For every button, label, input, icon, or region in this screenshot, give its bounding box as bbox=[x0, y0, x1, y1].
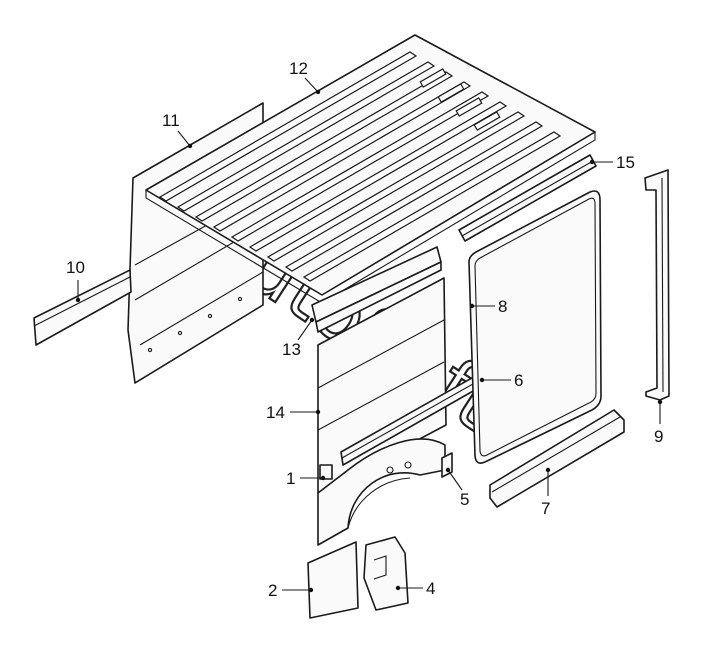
callout-5: 5 bbox=[445, 467, 469, 509]
callout-label: 15 bbox=[616, 153, 635, 172]
callout-7: 7 bbox=[541, 467, 550, 518]
callout-1: 1 bbox=[286, 469, 326, 488]
callout-6: 6 bbox=[479, 371, 523, 390]
part-8-window bbox=[468, 190, 602, 464]
callout-12: 12 bbox=[289, 59, 321, 95]
callout-8: 8 bbox=[469, 297, 507, 316]
callout-label: 13 bbox=[282, 340, 301, 359]
callout-label: 11 bbox=[162, 111, 180, 130]
part-4-bracket-plate bbox=[363, 536, 409, 611]
callout-label: 1 bbox=[286, 469, 295, 488]
callout-label: 10 bbox=[66, 258, 85, 277]
part-13-upper-rail bbox=[311, 246, 442, 333]
callout-13: 13 bbox=[282, 317, 315, 359]
callout-15: 15 bbox=[589, 153, 635, 172]
callout-11: 11 bbox=[162, 111, 193, 149]
part-1-bracket bbox=[319, 464, 333, 480]
callout-label: 7 bbox=[541, 499, 550, 518]
callout-label: 6 bbox=[514, 371, 523, 390]
part-2-lower-flap bbox=[307, 541, 359, 619]
callout-9: 9 bbox=[654, 399, 663, 446]
callout-label: 14 bbox=[266, 403, 285, 422]
part-9-pillar bbox=[644, 169, 670, 401]
callout-2: 2 bbox=[268, 581, 314, 600]
callout-label: 2 bbox=[268, 581, 277, 600]
wheel-arch bbox=[317, 438, 446, 546]
part-7-lower-rail bbox=[489, 409, 625, 508]
callout-label: 4 bbox=[426, 579, 435, 598]
part-15-window-rail bbox=[458, 154, 597, 242]
callout-label: 9 bbox=[654, 427, 663, 446]
callout-4: 4 bbox=[395, 579, 435, 598]
part-10-sill-strip bbox=[33, 269, 132, 346]
callout-14: 14 bbox=[266, 403, 321, 422]
callout-label: 8 bbox=[498, 297, 507, 316]
callout-label: 5 bbox=[460, 490, 469, 509]
callout-10: 10 bbox=[66, 258, 85, 303]
callout-label: 12 bbox=[289, 59, 308, 78]
part-12-roof-panel bbox=[145, 34, 596, 304]
